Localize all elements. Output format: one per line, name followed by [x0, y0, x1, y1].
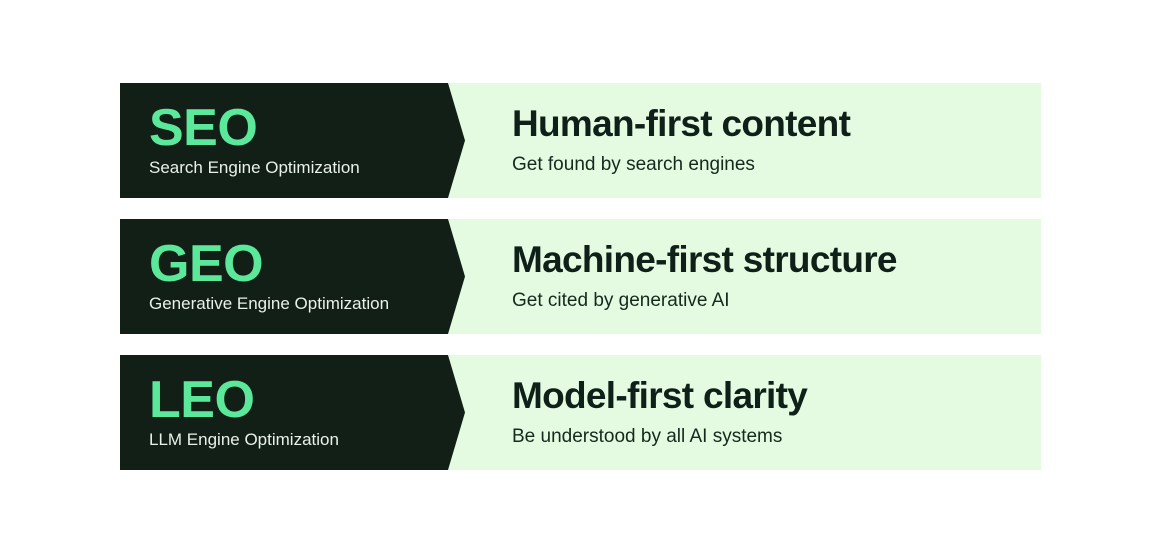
- chevron-block-leo: [120, 355, 465, 470]
- acronym-group-seo: SEO Search Engine Optimization: [149, 83, 360, 198]
- row-seo: SEO Search Engine Optimization Human-fir…: [120, 83, 1041, 198]
- chevron-block-geo: [120, 219, 465, 334]
- row-geo: GEO Generative Engine Optimization Machi…: [120, 219, 1041, 334]
- subline-leo: Be understood by all AI systems: [512, 425, 783, 447]
- description-group-leo: Model-first clarity Be understood by all…: [512, 355, 808, 470]
- headline-geo: Machine-first structure: [512, 238, 898, 280]
- acronym-expansion-leo: LLM Engine Optimization: [149, 430, 339, 450]
- headline-seo: Human-first content: [512, 102, 851, 144]
- acronym-label-leo: LEO: [149, 371, 255, 430]
- comparison-board: SEO Search Engine Optimization Human-fir…: [120, 83, 1041, 470]
- description-group-geo: Machine-first structure Get cited by gen…: [512, 219, 898, 334]
- acronym-expansion-seo: Search Engine Optimization: [149, 158, 360, 178]
- subline-seo: Get found by search engines: [512, 153, 755, 175]
- acronym-label-geo: GEO: [149, 235, 264, 294]
- chevron-block-seo: [120, 83, 465, 198]
- acronym-group-leo: LEO LLM Engine Optimization: [149, 355, 339, 470]
- acronym-group-geo: GEO Generative Engine Optimization: [149, 219, 389, 334]
- row-leo: LEO LLM Engine Optimization Model-first …: [120, 355, 1041, 470]
- description-group-seo: Human-first content Get found by search …: [512, 83, 851, 198]
- acronym-expansion-geo: Generative Engine Optimization: [149, 294, 390, 314]
- headline-leo: Model-first clarity: [512, 374, 808, 416]
- subline-geo: Get cited by generative AI: [512, 289, 730, 311]
- acronym-label-seo: SEO: [149, 99, 258, 158]
